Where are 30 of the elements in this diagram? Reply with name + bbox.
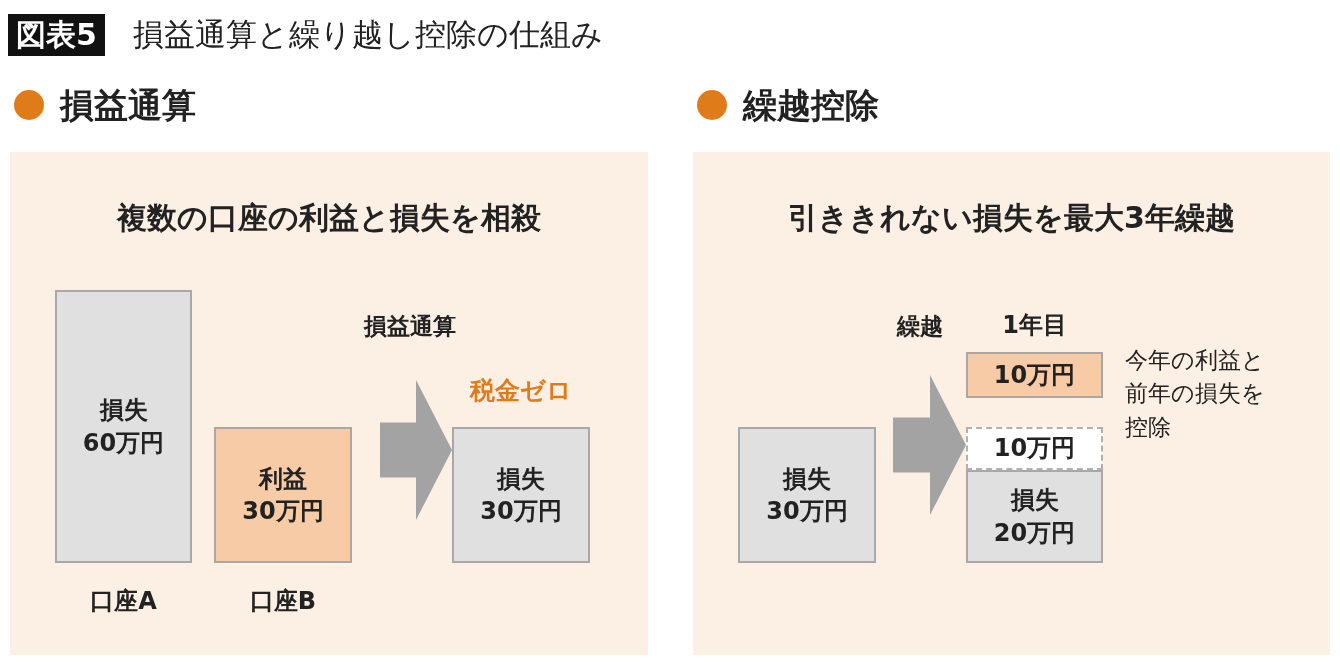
amount: 60万円 xyxy=(82,427,165,459)
amount: 30万円 xyxy=(480,496,562,527)
year-label: 1年目 xyxy=(1001,310,1068,341)
note-text: 今年の利益と前年の損失を控除 xyxy=(1125,346,1266,442)
box-heading: 損失 xyxy=(99,395,148,427)
box-heading: 利益 xyxy=(259,463,307,495)
loss-box xyxy=(738,427,876,563)
box-heading: 損失 xyxy=(1010,485,1059,517)
profit-box xyxy=(966,352,1103,398)
title: 損益通算と繰り越し控除の仕組み xyxy=(133,15,603,54)
amount: 10万円 xyxy=(993,359,1076,391)
box-heading: 損失 xyxy=(497,463,545,495)
figure-number-badge: 図表5 xyxy=(8,14,105,56)
section-heading: 繰越控除 xyxy=(743,84,879,127)
panel-subtitle: 複数の口座の利益と損失を相殺 xyxy=(115,199,542,237)
amount: 30万円 xyxy=(242,496,324,527)
panel-subtitle: 引ききれない損失を最大3年繰越 xyxy=(787,199,1236,237)
box-heading: 損失 xyxy=(783,463,831,495)
loss-box xyxy=(55,290,192,563)
account-label: 口座B xyxy=(248,586,318,617)
amount: 20万円 xyxy=(993,517,1076,549)
section-heading: 損益通算 xyxy=(60,84,196,127)
profit-box xyxy=(214,427,352,563)
amount: 10万円 xyxy=(993,433,1076,465)
amount: 30万円 xyxy=(766,496,848,527)
result-label: 税金ゼロ xyxy=(468,375,573,407)
loss-box xyxy=(966,470,1103,563)
loss-box xyxy=(452,427,590,563)
carryover-box xyxy=(966,427,1103,470)
account-label: 口座A xyxy=(89,586,158,617)
